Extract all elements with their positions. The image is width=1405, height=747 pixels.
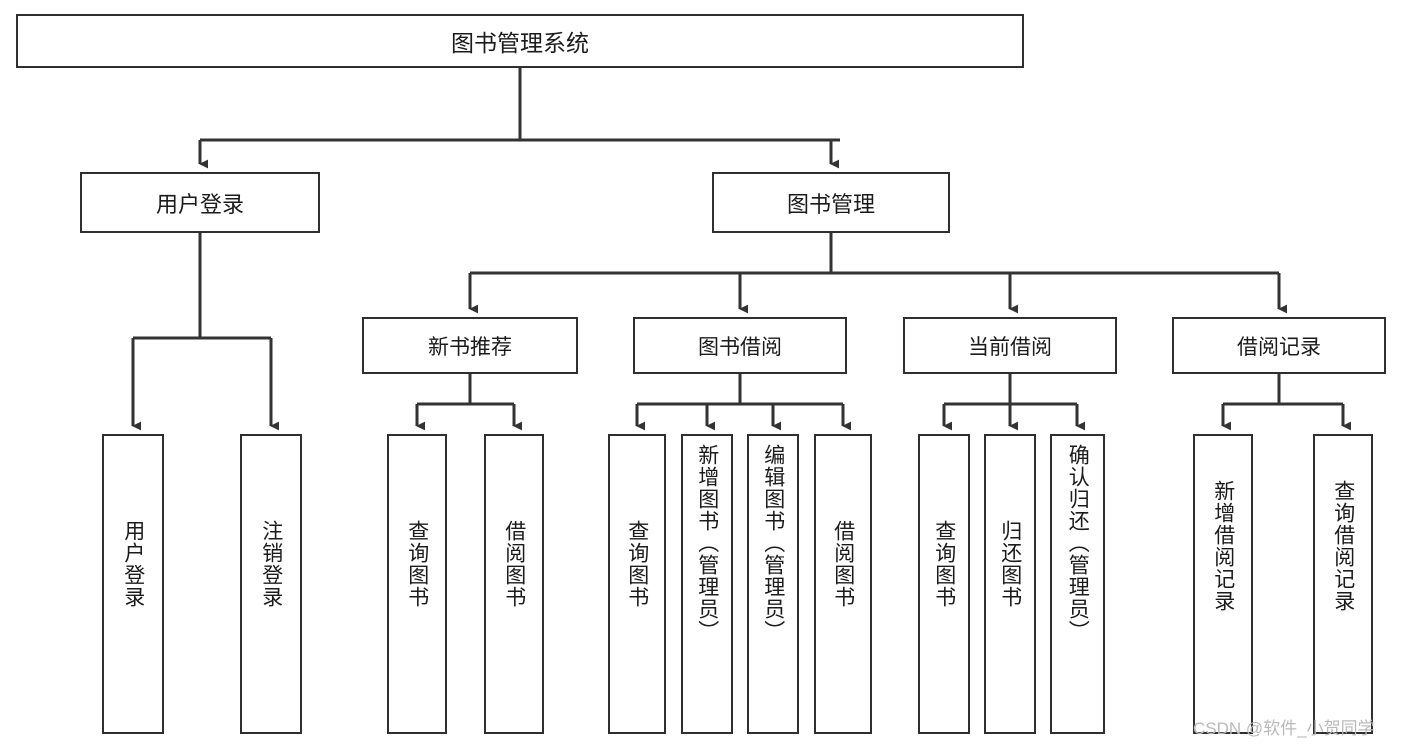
node-leaf-query-borrow-record[interactable]: 查询借阅记录 [1313,434,1373,734]
node-leaf-logout[interactable]: 注销登录 [240,434,302,734]
edge-newbook-to-leaves [415,374,522,431]
node-label: 用户登录 [155,191,244,217]
node-label: 新增借阅记录 [1211,480,1235,612]
node-new-book-recommend[interactable]: 新书推荐 [362,317,578,374]
edge-borrowrecord-to-leaves [1221,374,1351,431]
edge-currentborrow-to-leaves [942,374,1085,431]
node-label: 确认归还（管理员） [1066,444,1090,642]
node-label: 查询图书 [625,520,649,608]
node-label: 借阅图书 [502,520,526,608]
node-label: 借阅图书 [831,520,855,608]
node-label: 查询图书 [405,520,429,608]
node-book-manage[interactable]: 图书管理 [712,172,950,233]
edge-bookmanage-to-level2 [468,233,1287,314]
node-label: 图书借阅 [698,335,782,359]
node-book-borrow[interactable]: 图书借阅 [633,317,847,374]
node-label: 新增图书（管理员） [695,444,719,642]
node-leaf-borrow-book-recommend[interactable]: 借阅图书 [484,434,544,734]
node-leaf-borrow-book[interactable]: 借阅图书 [814,434,872,734]
node-label: 查询图书 [932,520,956,608]
node-leaf-query-book-recommend[interactable]: 查询图书 [387,434,447,734]
edge-root-to-level1 [198,68,840,169]
node-label: 借阅记录 [1237,335,1321,359]
edge-userlogin-to-leaves [131,233,279,431]
node-label: 当前借阅 [968,335,1052,359]
node-label: 图书管理 [786,191,875,217]
edge-bookborrow-to-leaves [635,374,851,431]
node-label: 归还图书 [998,520,1022,608]
node-leaf-query-book-current[interactable]: 查询图书 [918,434,970,734]
node-leaf-add-borrow-record[interactable]: 新增借阅记录 [1193,434,1253,734]
node-leaf-query-book-borrow[interactable]: 查询图书 [608,434,666,734]
node-borrow-record[interactable]: 借阅记录 [1172,317,1386,374]
node-book-management-system[interactable]: 图书管理系统 [16,14,1024,68]
node-leaf-confirm-return-admin[interactable]: 确认归还（管理员） [1050,434,1105,734]
node-label: 查询借阅记录 [1331,480,1355,612]
node-label: 图书管理系统 [451,30,589,56]
node-leaf-edit-book-admin[interactable]: 编辑图书（管理员） [747,434,799,734]
node-label: 注销登录 [259,520,283,608]
node-current-borrow[interactable]: 当前借阅 [903,317,1117,374]
node-label: 用户登录 [121,520,145,608]
node-leaf-add-book-admin[interactable]: 新增图书（管理员） [681,434,733,734]
node-leaf-user-login[interactable]: 用户登录 [102,434,164,734]
csdn-watermark: CSDN @软件_小贺同学 [1193,719,1375,738]
node-label: 新书推荐 [428,335,512,359]
node-label: 编辑图书（管理员） [761,444,785,642]
node-user-login[interactable]: 用户登录 [80,172,320,233]
node-leaf-return-book[interactable]: 归还图书 [984,434,1036,734]
